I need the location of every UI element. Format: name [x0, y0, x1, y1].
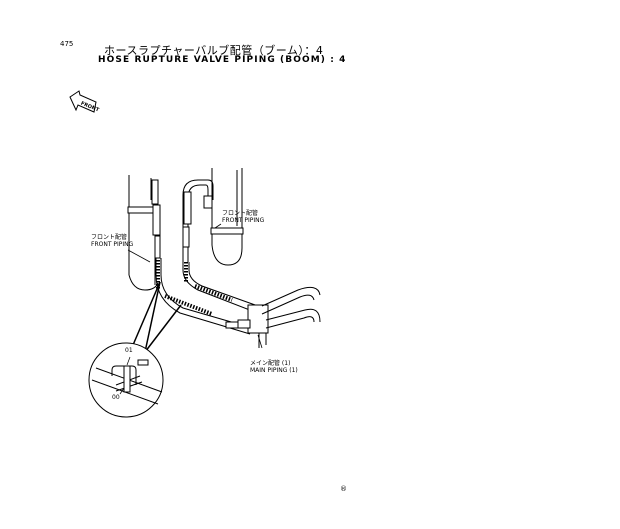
- footer-mark: ®: [340, 485, 347, 493]
- label-main-piping-jp: メイン配管 (1): [250, 360, 291, 367]
- label-front-piping-right-en: FRONT PIPING: [222, 217, 265, 224]
- detail-callout-pointer: [132, 281, 182, 353]
- upper-hose-loop: [182, 179, 214, 262]
- callout-00: 00: [112, 394, 120, 401]
- detail-circle: [88, 342, 164, 418]
- left-cylinder: [127, 175, 161, 291]
- page-number: 475: [60, 40, 74, 48]
- label-front-piping-left-en: FRONT PIPING: [91, 241, 134, 248]
- front-arrow-icon: FRONT: [69, 90, 100, 114]
- label-front-piping-left: フロント配管 FRONT PIPING: [91, 234, 133, 248]
- label-main-piping-en: MAIN PIPING (1): [250, 367, 298, 374]
- label-front-piping-right: フロント配管 FRONT PIPING: [222, 210, 264, 224]
- leader-lines: [127, 223, 263, 349]
- label-front-piping-left-jp: フロント配管: [91, 234, 128, 241]
- title-english: HOSE RUPTURE VALVE PIPING (BOOM) : 4: [98, 55, 347, 65]
- label-main-piping: メイン配管 (1) MAIN PIPING (1): [250, 360, 298, 374]
- hose-bundle: [155, 258, 321, 348]
- title-japanese: ホースラプチャーバルブ配管（ブーム）：4: [104, 44, 324, 57]
- callout-01: 01: [125, 347, 133, 354]
- right-cylinder: [210, 168, 244, 266]
- label-front-piping-right-jp: フロント配管: [222, 210, 259, 217]
